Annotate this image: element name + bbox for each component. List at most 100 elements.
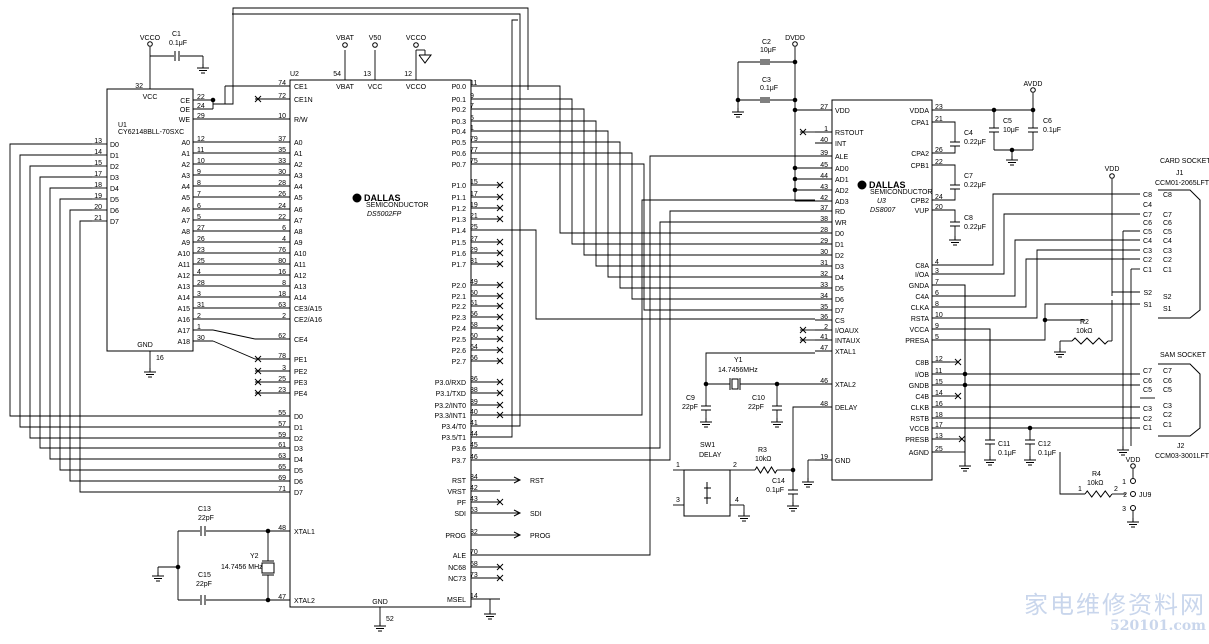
- u2-pin-d2: D2: [294, 436, 303, 443]
- u1-pinnum: 3: [197, 291, 201, 298]
- junction-dot: [962, 371, 968, 377]
- u2-pin-ce2-a16: CE2/A16: [294, 317, 322, 324]
- u2-pin-xtal2: XTAL2: [294, 598, 315, 605]
- u1-pin-d4: D4: [110, 186, 119, 193]
- u3-pin-vcca: VCCA: [910, 327, 930, 334]
- u1-pin-a7: A7: [181, 218, 190, 225]
- u2-pin-p1-2: P1.2: [452, 206, 467, 213]
- j2-title: SAM SOCKET: [1160, 352, 1207, 359]
- u2-pinnum: 14: [470, 593, 478, 600]
- j1-inner-label: C1: [1163, 267, 1172, 274]
- u2-pin-d4: D4: [294, 457, 303, 464]
- u1-pin-a3: A3: [181, 173, 190, 180]
- u2-pinnum: 49: [470, 279, 478, 286]
- sw1-pin1: 1: [676, 462, 680, 469]
- junction-dot: [792, 176, 798, 182]
- r4-pin-2: 2: [1114, 486, 1118, 493]
- u2-pinnum: 5: [470, 115, 474, 122]
- p0-bus-wire: [500, 108, 815, 256]
- u1-pinnum: 25: [197, 258, 205, 265]
- u2-pinnum: 75: [470, 158, 478, 165]
- u2-pinnum: 27: [470, 236, 478, 243]
- junction-dot: [991, 107, 997, 113]
- u3-pin-xtal1: XTAL1: [835, 349, 856, 356]
- no-connect-mark: [254, 95, 262, 103]
- u2-pinnum: 34: [470, 474, 478, 481]
- u1-pinnum: 22: [197, 94, 205, 101]
- no-connect-mark: [496, 193, 504, 201]
- c3-ref: C3: [762, 77, 771, 84]
- c10-val: 22pF: [748, 404, 764, 411]
- u2-pinnum: 57: [278, 421, 286, 428]
- junction-dot: [735, 97, 741, 103]
- u3-pinnum: 10: [935, 312, 943, 319]
- u1-vcco-label: VCCO: [140, 35, 161, 42]
- junction-dot: [1009, 147, 1015, 153]
- u3-pinnum: 5: [935, 334, 939, 341]
- ale-wire: [471, 155, 815, 556]
- u1-pin-d0: D0: [110, 142, 119, 149]
- c9-ref: C9: [686, 395, 695, 402]
- u2-pin-p1-0: P1.0: [452, 183, 467, 190]
- r4-pin-1: 1: [1078, 486, 1082, 493]
- j1-inner-label: S1: [1163, 306, 1172, 313]
- port-arrow: [513, 476, 522, 484]
- r3-val: 10kΩ: [755, 456, 772, 463]
- data-bus-wire: [79, 220, 255, 493]
- data-bus-wire: [29, 165, 255, 439]
- u3-pinnum: 13: [935, 433, 943, 440]
- u2-pinnum: 45: [470, 442, 478, 449]
- no-connect-mark: [496, 313, 504, 321]
- u3-pinnum: 18: [935, 412, 943, 419]
- no-connect-mark: [496, 346, 504, 354]
- junction-dot: [210, 97, 216, 103]
- junction-dot: [175, 564, 181, 570]
- u1-pinnum: 12: [197, 136, 205, 143]
- u2-pin-d0: D0: [294, 414, 303, 421]
- u2-pin-sdi: SDI: [454, 511, 466, 518]
- u2-pinnum: 36: [470, 376, 478, 383]
- u3-pin-vccb: VCCB: [910, 426, 930, 433]
- u3-pinnum: 31: [820, 260, 828, 267]
- u3-pinnum: 14: [935, 390, 943, 397]
- j1-inner-label: C4: [1163, 238, 1172, 245]
- u2-pin-p0-0: P0.0: [452, 84, 467, 91]
- u2-pin-ce1: CE1: [294, 84, 308, 91]
- u3-pinnum: 46: [820, 378, 828, 385]
- c14-ref: C14: [772, 478, 785, 485]
- u2-pin-p1-4: P1.4: [452, 228, 467, 235]
- ju9-pin-1: [1130, 478, 1136, 484]
- u3-pinnum: 45: [820, 162, 828, 169]
- junction-dot: [265, 597, 271, 603]
- u2-pin-a0: A0: [294, 140, 303, 147]
- u3-pinnum: 16: [935, 401, 943, 408]
- cpa-wire: [950, 121, 956, 142]
- port-arrow: [513, 531, 522, 539]
- j2-pin-label: C6: [1143, 378, 1152, 385]
- cpa-wire: [950, 146, 956, 154]
- u2-pinnum: 60: [470, 333, 478, 340]
- u2-pin-a4: A4: [294, 184, 303, 191]
- u2-pin-p2-6: P2.6: [452, 348, 467, 355]
- u2-pinnum: 70: [470, 549, 478, 556]
- u2-pinnum: 29: [470, 247, 478, 254]
- j1-inner-label: S2: [1163, 294, 1172, 301]
- j1-pin-label: S2: [1143, 290, 1152, 297]
- ioa-wire: [950, 213, 1140, 275]
- ju9-pin-3: [1130, 505, 1136, 511]
- no-connect-mark: [254, 355, 262, 363]
- port-sdi: SDI: [530, 511, 542, 518]
- no-connect-mark: [954, 392, 962, 400]
- u2-pin-vbat: VBAT: [336, 84, 354, 91]
- u2-pin-ce1n: CE1N: [294, 97, 313, 104]
- y1-symbol: [731, 378, 739, 390]
- u2-pinnum: 76: [278, 247, 286, 254]
- u1-pinnum: 8: [197, 180, 201, 187]
- u2-pinnum: 55: [278, 410, 286, 417]
- u2-pin-p0-6: P0.6: [452, 151, 467, 158]
- u3-pinnum: 2: [824, 324, 828, 331]
- c15-ref: C15: [198, 572, 211, 579]
- labels: VCCGNDU1CY62148BLL-70SXC3216VCCOC10.1μFC…: [94, 31, 1209, 623]
- u2-pinnum: 31: [470, 258, 478, 265]
- u2-pinnum: 47: [278, 594, 286, 601]
